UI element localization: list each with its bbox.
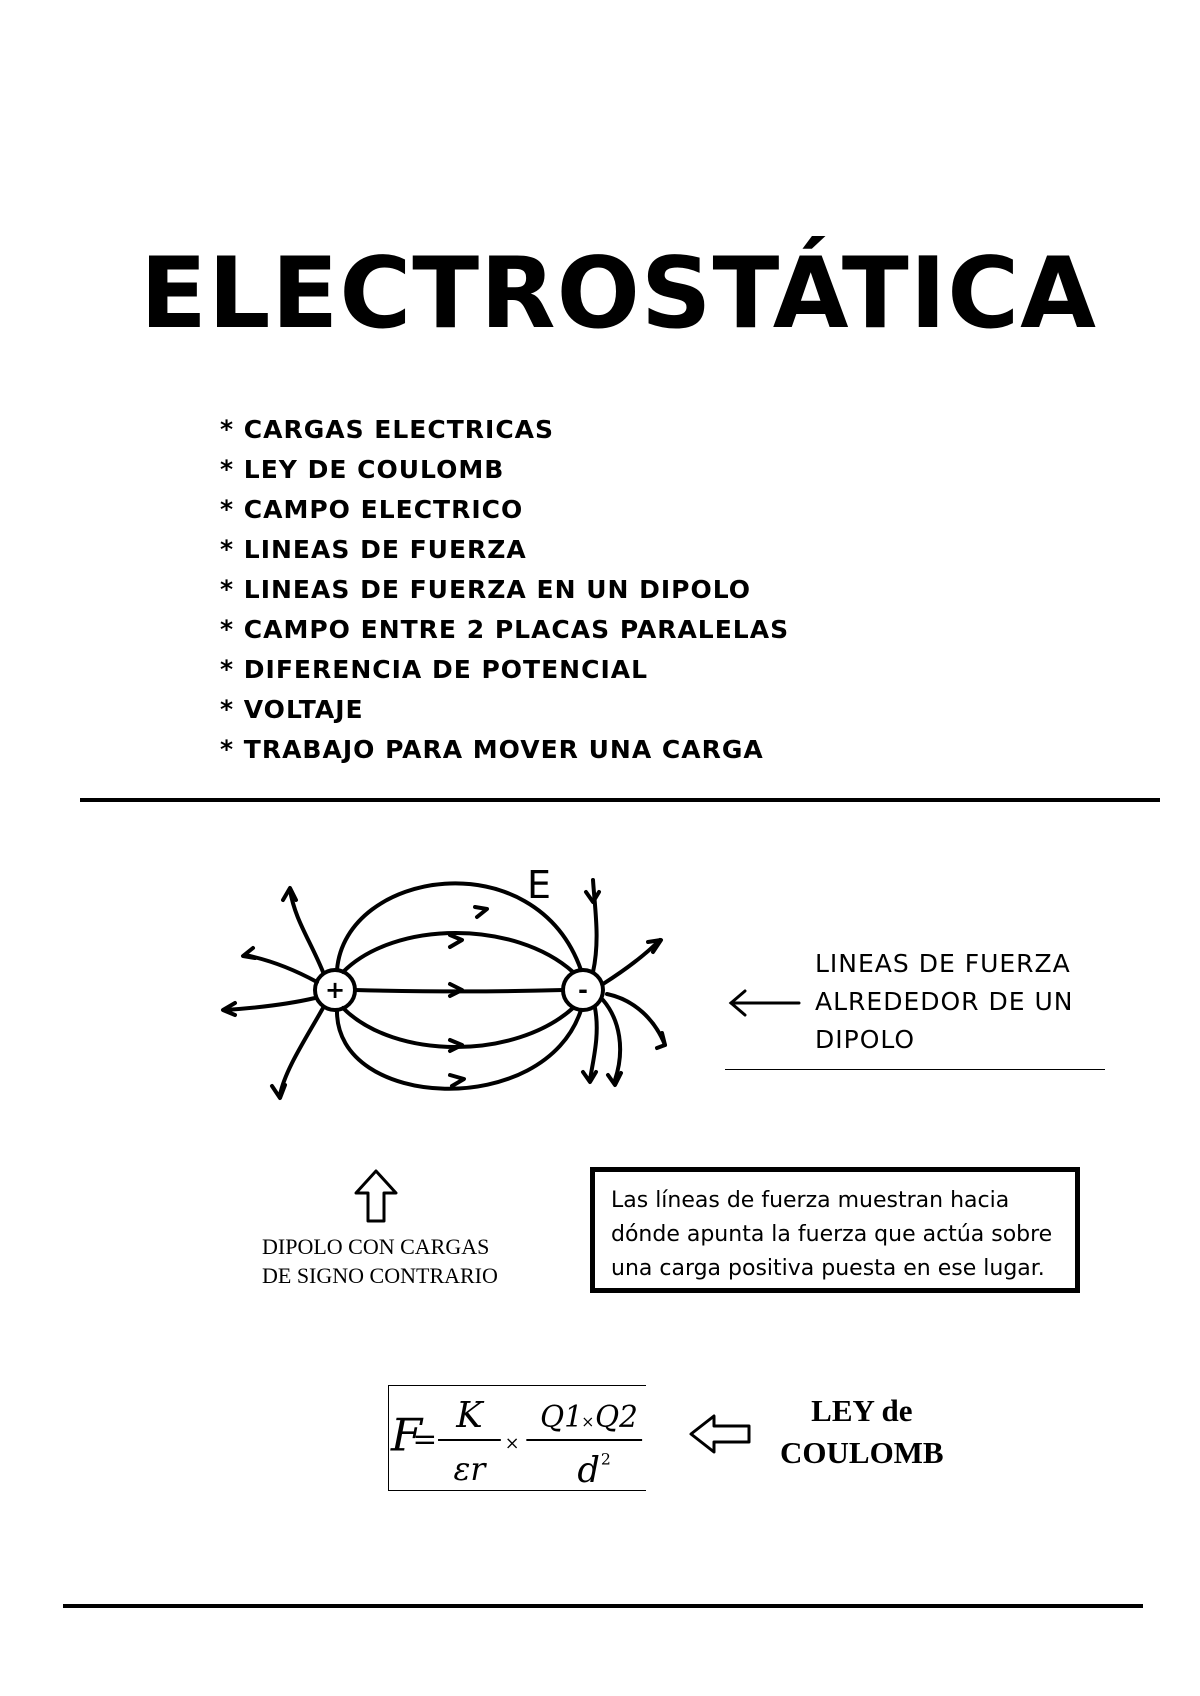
handwritten-note-text: LINEAS DE FUERZA ALREDEDOR DE UN DIPOLO <box>815 949 1074 1054</box>
topic-item: * LINEAS DE FUERZA EN UN DIPOLO <box>220 575 752 604</box>
formula-K: K <box>455 1395 485 1436</box>
positive-charge-sign: + <box>325 976 345 1004</box>
formula-times-q: × <box>581 1412 594 1431</box>
dipole-field-diagram: + - E <box>221 863 667 1100</box>
formula-epsilon: εr <box>454 1452 488 1488</box>
thin-left-arrow-icon <box>728 989 801 1017</box>
page-title: ELECTROSTÁTICA <box>140 237 1098 351</box>
formula-times: × <box>505 1434 520 1454</box>
divider <box>63 1604 1143 1608</box>
hollow-left-arrow-icon <box>689 1414 751 1454</box>
topic-item: * VOLTAJE <box>220 695 364 724</box>
divider <box>80 798 1160 802</box>
info-box: Las líneas de fuerza muestran hacia dónd… <box>590 1167 1080 1293</box>
note-underline <box>725 1069 1105 1070</box>
formula-exp: 2 <box>601 1449 611 1468</box>
negative-charge-sign: - <box>578 976 588 1004</box>
topic-item: * LEY DE COULOMB <box>220 455 505 484</box>
topic-item: * CAMPO ELECTRICO <box>220 495 524 524</box>
topic-item: * CAMPO ENTRE 2 PLACAS PARALELAS <box>220 615 790 644</box>
topic-item: * CARGAS ELECTRICAS <box>220 415 555 444</box>
topic-item: * TRABAJO PARA MOVER UNA CARGA <box>220 735 764 764</box>
formula-d: d <box>577 1450 600 1491</box>
formula-Q2: Q2 <box>595 1400 638 1434</box>
hollow-up-arrow-icon <box>354 1169 398 1223</box>
formula-equals: = <box>413 1422 438 1456</box>
field-label: E <box>527 863 551 907</box>
topic-item: * LINEAS DE FUERZA <box>220 535 527 564</box>
coulomb-formula: F = K εr × Q1 × Q2 d 2 <box>388 1385 646 1491</box>
formula-F: F <box>390 1409 424 1462</box>
topic-list: * CARGAS ELECTRICAS * LEY DE COULOMB * C… <box>220 410 789 770</box>
formula-Q1: Q1 <box>540 1400 583 1434</box>
topic-item: * DIFERENCIA DE POTENCIAL <box>220 655 649 684</box>
diagram-caption: DIPOLO CON CARGAS DE SIGNO CONTRARIO <box>262 1234 498 1288</box>
coulomb-label: LEY de COULOMB <box>780 1393 944 1470</box>
